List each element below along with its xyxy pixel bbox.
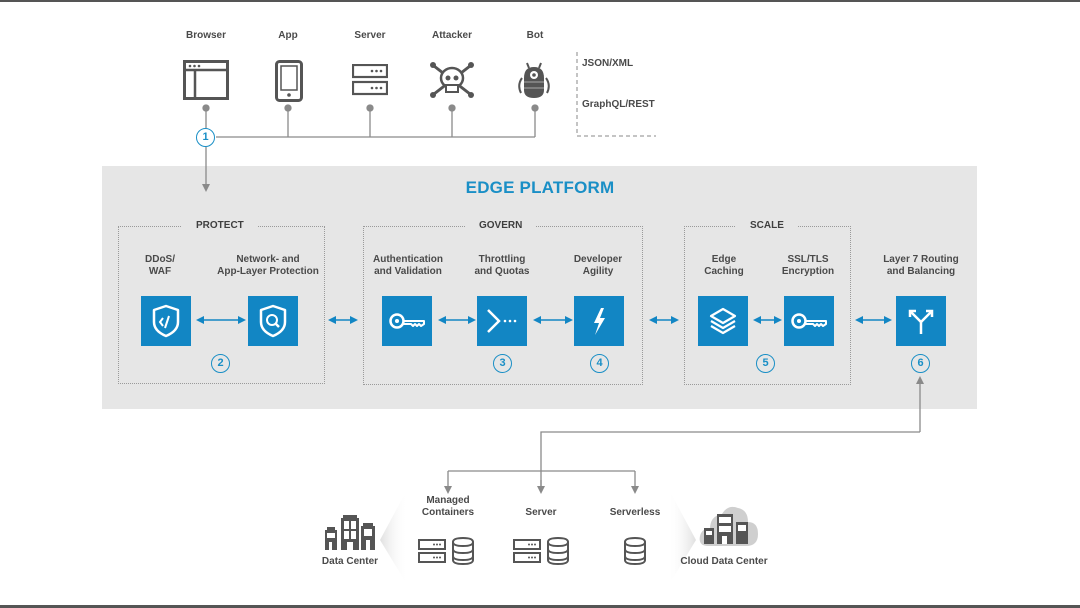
service-tile-ddos-waf[interactable] xyxy=(141,296,191,346)
skull-crossbones-icon xyxy=(430,62,474,98)
buildings-icon xyxy=(325,515,375,550)
backend-label-data-center: Data Center xyxy=(321,556,379,567)
browser-window-icon xyxy=(183,60,229,100)
server-icon xyxy=(418,539,446,563)
service-tile-network-protection[interactable] xyxy=(248,296,298,346)
robot-icon xyxy=(518,62,550,98)
service-label-edge-caching: Edge Caching xyxy=(704,254,744,277)
shield-search-icon xyxy=(259,304,287,338)
service-label-authentication: Authentication and Validation xyxy=(373,254,443,277)
step-badge-6: 6 xyxy=(911,354,930,373)
database-icon xyxy=(624,537,646,565)
key-icon xyxy=(389,313,425,329)
service-label-network-protection: Network- and App-Layer Protection xyxy=(217,254,319,277)
step-badge-2: 2 xyxy=(211,354,230,373)
fan-left xyxy=(380,488,408,586)
backend-label-serverless: Serverless xyxy=(609,507,661,518)
backend-label-managed-containers: Managed Containers xyxy=(421,495,475,518)
mobile-device-icon xyxy=(275,60,303,102)
backend-label-server: Server xyxy=(525,507,557,518)
client-dot-server xyxy=(366,104,374,112)
service-label-ssl-tls: SSL/TLS Encryption xyxy=(781,254,835,277)
api-format-graphql-rest: GraphQL/REST xyxy=(582,99,655,110)
step-badge-4: 4 xyxy=(590,354,609,373)
frame-bottom-border xyxy=(0,605,1080,608)
client-label-attacker: Attacker xyxy=(431,30,473,41)
route-to-server xyxy=(540,431,920,490)
service-label-developer-agility: Developer Agility xyxy=(573,254,623,277)
client-label-server: Server xyxy=(354,30,386,41)
cloud-buildings-icon xyxy=(699,506,758,546)
server-icon xyxy=(513,539,541,563)
client-label-app: App xyxy=(278,30,298,41)
layers-icon xyxy=(709,307,737,335)
lightning-icon xyxy=(594,308,605,335)
group-title-govern: GOVERN xyxy=(465,220,537,231)
group-title-protect: PROTECT xyxy=(182,220,258,231)
key-icon xyxy=(791,313,827,329)
database-icon xyxy=(547,537,569,565)
service-tile-developer-agility[interactable] xyxy=(574,296,624,346)
service-label-layer7-routing: Layer 7 Routing and Balancing xyxy=(883,254,959,277)
service-tile-layer7-routing[interactable] xyxy=(896,296,946,346)
client-dot-bot xyxy=(531,104,539,112)
chevron-dots-icon xyxy=(487,309,517,333)
api-format-json-xml: JSON/XML xyxy=(582,58,634,69)
group-title-scale: SCALE xyxy=(736,220,798,231)
service-tile-throttling[interactable] xyxy=(477,296,527,346)
service-label-ddos-waf: DDoS/ WAF xyxy=(145,254,175,277)
service-tile-authentication[interactable] xyxy=(382,296,432,346)
service-label-throttling: Throttling and Quotas xyxy=(474,254,530,277)
client-label-browser: Browser xyxy=(185,30,226,41)
client-label-bot: Bot xyxy=(526,30,544,41)
client-dot-browser xyxy=(202,104,210,112)
client-dot-app xyxy=(284,104,292,112)
fork-arrows-icon xyxy=(908,309,934,334)
frame-top-border xyxy=(0,0,1080,2)
shield-code-icon xyxy=(152,304,180,338)
database-icon xyxy=(452,537,474,565)
backend-label-cloud-data-center: Cloud Data Center xyxy=(680,556,768,567)
service-tile-ssl-tls[interactable] xyxy=(784,296,834,346)
step-badge-3: 3 xyxy=(493,354,512,373)
server-rack-icon xyxy=(352,64,388,96)
fan-right xyxy=(668,488,696,586)
client-dot-attacker xyxy=(448,104,456,112)
edge-platform-title: EDGE PLATFORM xyxy=(465,178,615,197)
step-badge-1: 1 xyxy=(196,128,215,147)
step-badge-5: 5 xyxy=(756,354,775,373)
edge-platform-panel xyxy=(102,166,977,409)
service-tile-edge-caching[interactable] xyxy=(698,296,748,346)
